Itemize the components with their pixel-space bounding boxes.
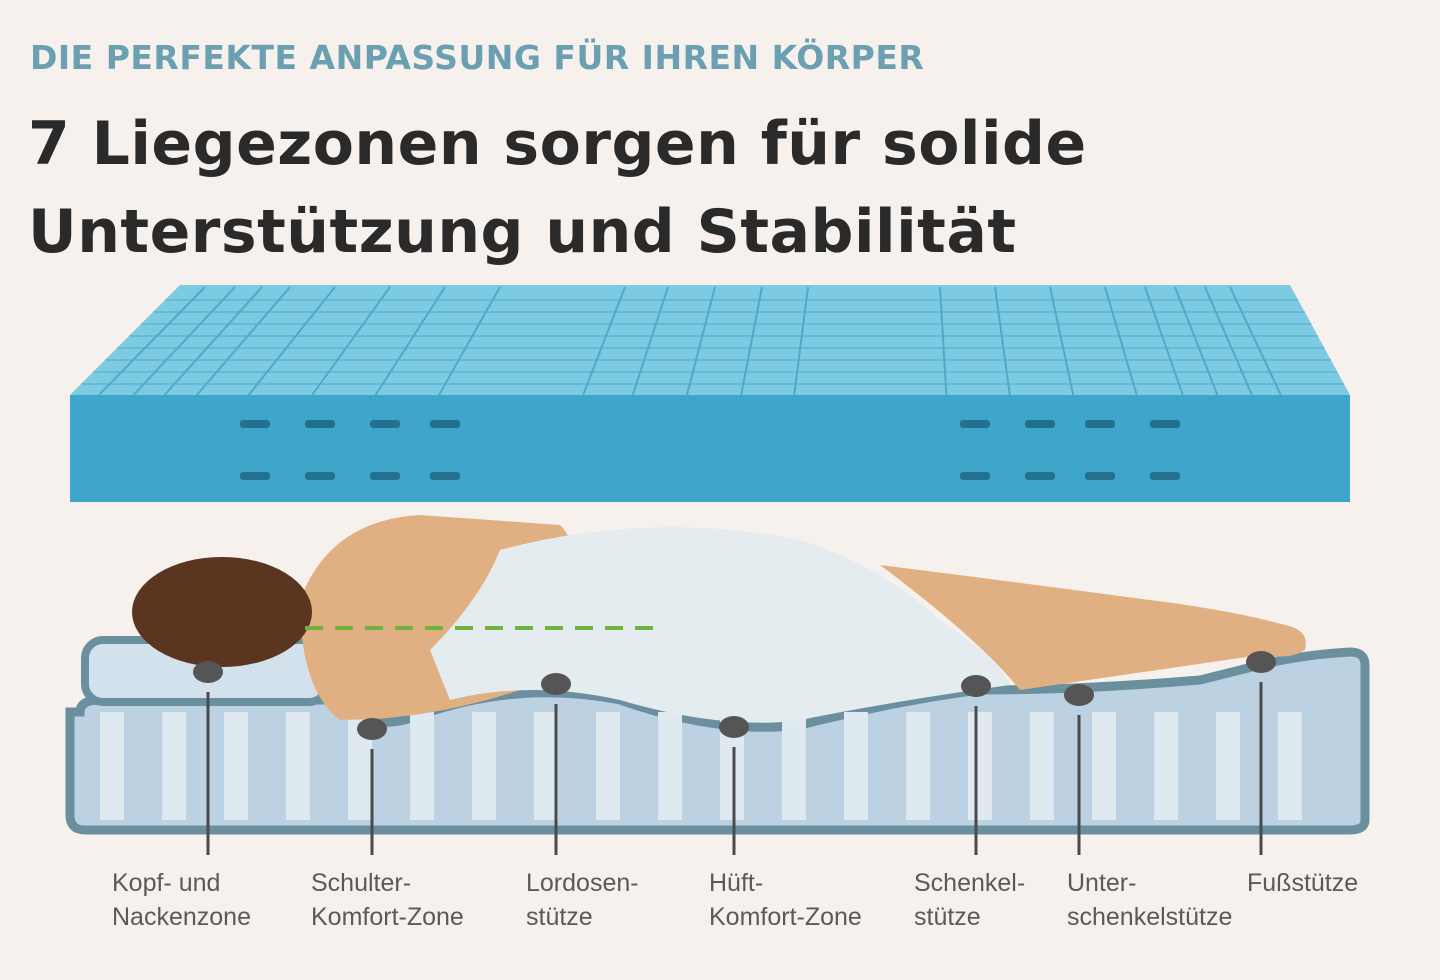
zone-label-line2: Komfort-Zone bbox=[709, 903, 862, 931]
zone-marker bbox=[193, 661, 223, 855]
zone-label-line1: Lordosen- bbox=[526, 869, 639, 897]
kicker-heading: DIE PERFEKTE ANPASSUNG FÜR IHREN KÖRPER bbox=[30, 38, 925, 77]
zone-marker bbox=[719, 716, 749, 855]
zone-marker bbox=[1064, 684, 1094, 855]
zone-label-line1: Unter- bbox=[1067, 869, 1137, 897]
zone-label-line1: Fußstütze bbox=[1247, 869, 1359, 897]
zone-marker bbox=[541, 673, 571, 855]
zone-label-line2: stütze bbox=[526, 903, 593, 931]
zone-label: Unter-schenkelstütze bbox=[1067, 866, 1232, 934]
page-title: 7 Liegezonen sorgen für solide Unterstüt… bbox=[28, 100, 1087, 276]
zone-label-line2: Komfort-Zone bbox=[311, 903, 464, 931]
title-line-1: 7 Liegezonen sorgen für solide bbox=[28, 109, 1087, 179]
zone-label: Hüft- Komfort-Zone bbox=[709, 866, 862, 934]
sleeping-person bbox=[132, 515, 1306, 723]
zone-label-line1: Schenkel- bbox=[914, 869, 1026, 897]
foam-mattress-core bbox=[70, 285, 1350, 502]
zone-label: Fußstütze bbox=[1247, 866, 1358, 900]
zone-label-line1: Hüft- bbox=[709, 869, 764, 897]
hair bbox=[132, 557, 312, 667]
zone-marker bbox=[357, 718, 387, 855]
title-line-2: Unterstützung und Stabilität bbox=[28, 197, 1017, 267]
zone-label-line1: Kopf- und bbox=[112, 869, 221, 897]
zone-label-line2: schenkelstütze bbox=[1067, 903, 1233, 931]
zone-label: Schenkel-stütze bbox=[914, 866, 1025, 934]
zone-label-line1: Schulter- bbox=[311, 869, 412, 897]
zone-label: Schulter- Komfort-Zone bbox=[311, 866, 464, 934]
zone-label-line2: stütze bbox=[914, 903, 981, 931]
zone-label-line2: Nackenzone bbox=[112, 903, 251, 931]
zone-label: Lordosen-stütze bbox=[526, 866, 639, 934]
zone-marker bbox=[1246, 651, 1276, 855]
zone-marker bbox=[961, 675, 991, 855]
